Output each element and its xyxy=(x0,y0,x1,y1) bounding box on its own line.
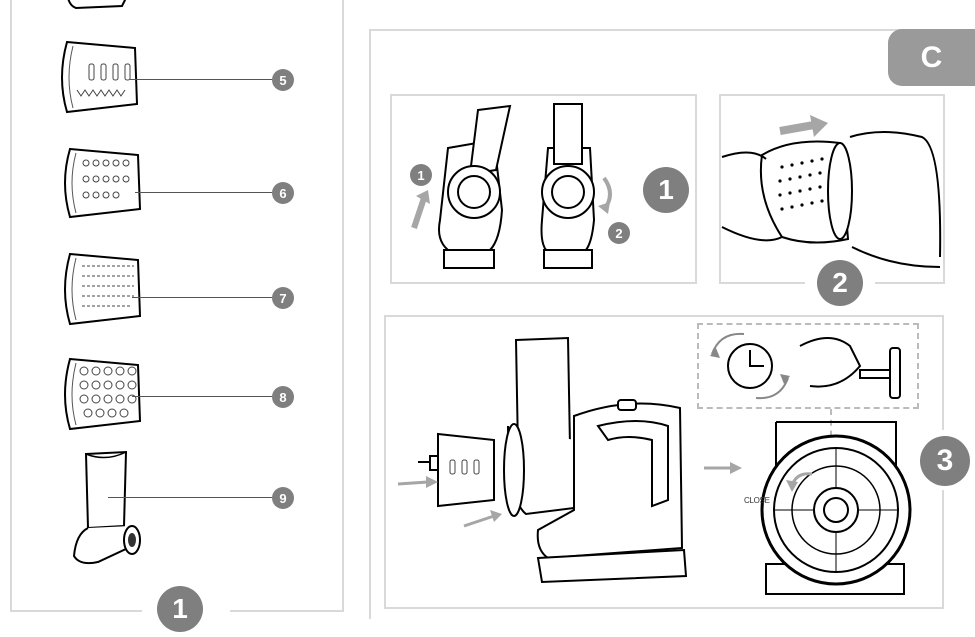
leader-line-8 xyxy=(132,396,272,397)
step-3-next-arrow xyxy=(704,462,742,474)
step-1-sub-badge-2: 2 xyxy=(608,222,630,244)
cone-7-drawing xyxy=(64,252,142,326)
cone-5-drawing xyxy=(61,40,139,114)
step-3-machine-illustration xyxy=(397,336,688,584)
rotation-inset-illustration xyxy=(710,332,901,400)
part-5-badge: 5 xyxy=(272,69,294,91)
close-label: CLOSE xyxy=(744,496,770,505)
part-7-badge: 7 xyxy=(272,287,294,309)
part-8-badge: 8 xyxy=(272,386,294,408)
figure-1-badge: 1 xyxy=(157,586,203,632)
rotation-inset-box xyxy=(697,323,919,409)
step-2-illustration xyxy=(721,115,942,268)
housing-9-drawing xyxy=(72,450,141,565)
cone-6-drawing xyxy=(64,147,142,219)
cone-8-drawing xyxy=(64,357,142,431)
step-2-badge: 2 xyxy=(817,260,863,306)
leader-line-7 xyxy=(132,297,272,298)
step-1-illustration xyxy=(411,103,612,269)
step-1-badge: 1 xyxy=(643,167,689,213)
part-6-badge: 6 xyxy=(272,182,294,204)
leader-line-5 xyxy=(130,79,272,80)
cone-partial-top xyxy=(67,0,127,10)
step-1-sub-badge-1: 1 xyxy=(410,164,432,186)
leader-line-9 xyxy=(108,497,272,498)
section-c-tab: C xyxy=(888,29,975,86)
part-9-badge: 9 xyxy=(272,487,294,509)
leader-line-6 xyxy=(135,192,272,193)
step-3-front-view-illustration xyxy=(760,421,912,595)
step-3-badge: 3 xyxy=(920,436,970,486)
